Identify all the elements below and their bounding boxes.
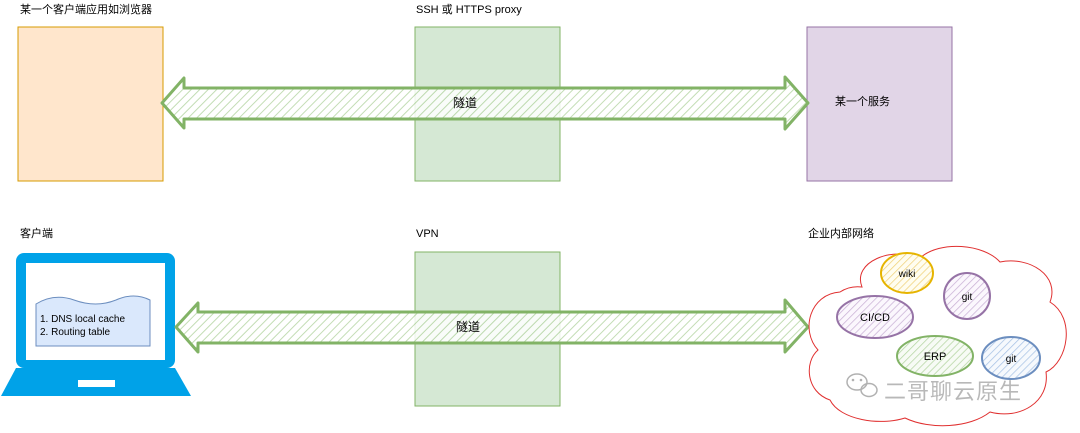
watermark-text: 二哥聊云原生	[884, 379, 1023, 404]
network-label: 企业内部网络	[808, 228, 874, 240]
tunnel-arrow-top	[160, 75, 810, 131]
service-erp-label: ERP	[924, 351, 947, 363]
proxy-label: SSH 或 HTTPS proxy	[416, 4, 522, 16]
client-label: 客户端	[20, 228, 53, 240]
service-label: 某一个服务	[835, 95, 890, 108]
client-app-label: 某一个客户端应用如浏览器	[20, 4, 152, 16]
service-git-1: git	[943, 272, 991, 320]
tunnel-arrow-bottom	[174, 298, 810, 354]
service-cicd: CI/CD	[836, 295, 914, 339]
laptop-note: 1. DNS local cache 2. Routing table	[35, 295, 151, 347]
service-git-1-label: git	[962, 292, 973, 303]
vpn-label: VPN	[416, 228, 439, 240]
wechat-logo-icon	[846, 373, 878, 398]
service-wiki: wiki	[880, 252, 934, 294]
client-app-box	[17, 26, 164, 182]
note-line-1: 1. DNS local cache	[40, 314, 125, 325]
tunnel-label-bottom: 隧道	[456, 319, 480, 334]
service-git-2: git	[981, 336, 1041, 380]
service-box	[806, 26, 953, 182]
service-git-2-label: git	[1006, 354, 1017, 365]
service-wiki-label: wiki	[898, 269, 916, 280]
service-erp: ERP	[896, 335, 974, 377]
service-cicd-label: CI/CD	[860, 312, 890, 324]
note-line-2: 2. Routing table	[40, 327, 110, 338]
tunnel-label-top: 隧道	[453, 95, 477, 110]
